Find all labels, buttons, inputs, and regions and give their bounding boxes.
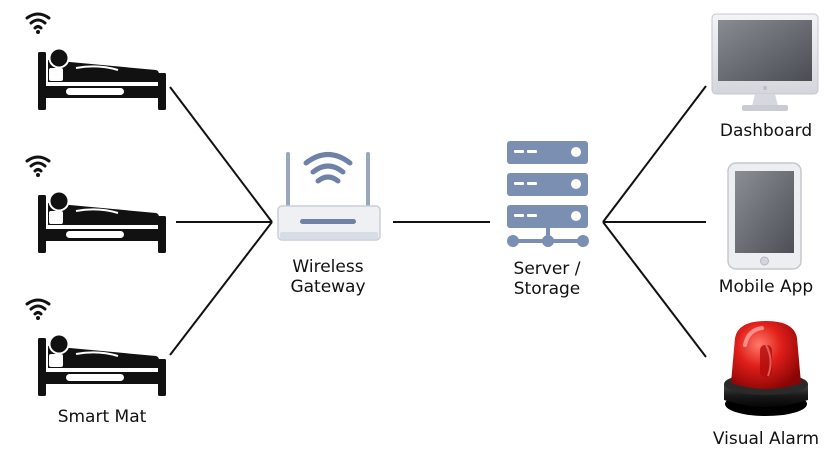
smart-mat-label: Smart Mat xyxy=(57,407,147,427)
wifi-icon xyxy=(25,12,51,36)
edge-mat3-gateway xyxy=(169,221,273,356)
monitor-icon xyxy=(711,13,819,111)
server-label-line1: Server / xyxy=(513,259,581,279)
smart-mat-1 xyxy=(25,12,167,111)
alarm-icon xyxy=(724,321,808,416)
server-icon xyxy=(507,141,589,247)
gateway-label-line1: Wireless xyxy=(292,257,364,277)
dashboard-label: Dashboard xyxy=(719,121,813,141)
wifi-icon xyxy=(25,155,51,179)
wifi-icon xyxy=(25,298,51,322)
edge-server-dashboard xyxy=(602,85,707,223)
server-label-line2: Storage xyxy=(513,279,581,299)
bed-icon xyxy=(37,333,167,397)
tablet-icon xyxy=(727,162,802,270)
edge-server-alarm xyxy=(602,221,707,358)
bed-icon xyxy=(37,190,167,254)
router-icon xyxy=(277,152,381,241)
edge-mat1-gateway xyxy=(169,86,273,223)
bed-icon xyxy=(37,47,167,111)
smart-mat-2 xyxy=(25,155,167,254)
smart-mat-3 xyxy=(25,298,167,397)
mobile-app-label: Mobile App xyxy=(718,277,814,297)
visual-alarm-label: Visual Alarm xyxy=(712,429,820,449)
gateway-label-line2: Gateway xyxy=(290,277,366,297)
edges xyxy=(169,85,707,358)
